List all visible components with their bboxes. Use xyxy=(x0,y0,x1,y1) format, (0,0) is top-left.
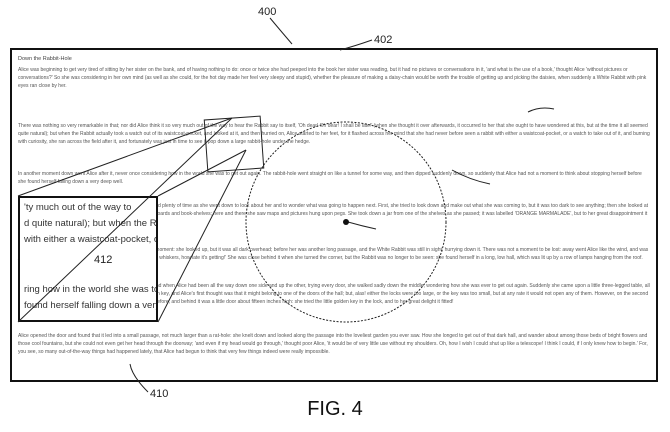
magnified-text-line: ring how in the world she was to g xyxy=(24,284,158,295)
document-title: Down the Rabbit-Hole xyxy=(18,56,72,62)
paragraph: There was nothing so very remarkable in … xyxy=(18,123,650,145)
ref-label-410: 410 xyxy=(150,388,169,400)
magnified-text-line: d quite natural); but when the Rab xyxy=(24,218,158,229)
magnifier-lens[interactable]: 'ty much out of the way to d quite natur… xyxy=(18,196,158,322)
paragraph: In another moment down went Alice after … xyxy=(18,171,642,185)
ref-label-412: 412 xyxy=(94,254,113,266)
magnified-text-line: 'ty much out of the way to xyxy=(24,202,132,213)
ref-label-400: 400 xyxy=(258,6,277,18)
paragraph: Alice was beginning to get very tired of… xyxy=(18,67,647,89)
paragraph: Alice opened the door and found that it … xyxy=(18,333,648,355)
ref-label-402: 402 xyxy=(374,34,393,46)
leader-line-400 xyxy=(269,17,293,45)
figure-caption: FIG. 4 xyxy=(307,398,363,420)
magnified-text-line: found herself falling down a very xyxy=(24,300,158,311)
magnified-text-line: with either a waistcoat-pocket, or xyxy=(24,234,158,245)
